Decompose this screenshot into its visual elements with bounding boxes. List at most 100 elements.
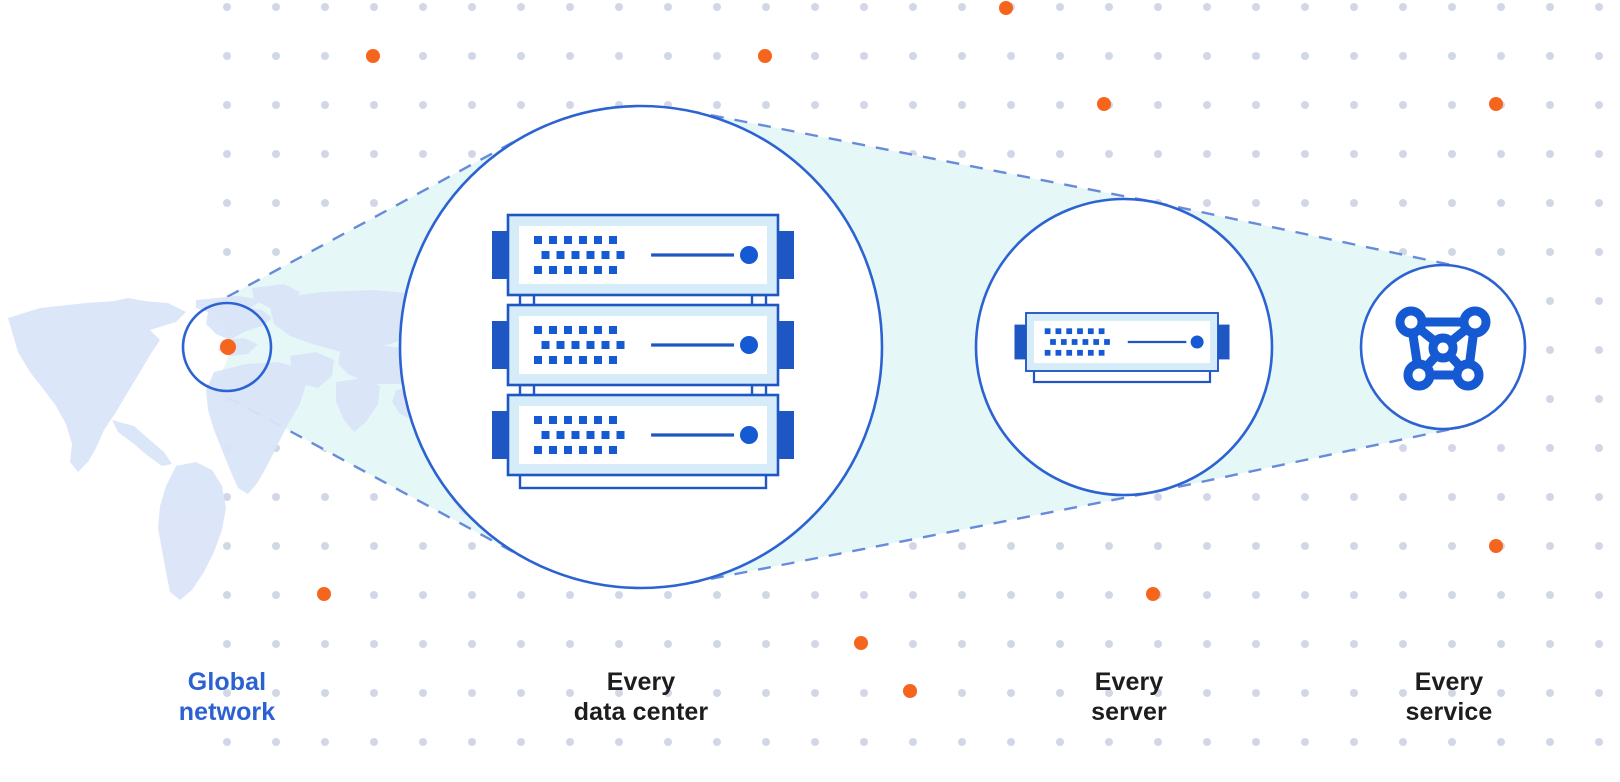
caption-server: Every server: [1091, 668, 1167, 726]
server-unit: [492, 303, 794, 387]
server-vent-square: [1093, 339, 1100, 345]
server-tab-left: [492, 231, 510, 279]
server-vent-square: [1087, 328, 1094, 335]
server-vent-square: [1055, 349, 1062, 356]
server-vent-square: [1071, 339, 1078, 345]
server-vent-square: [594, 326, 602, 334]
server-tab-right: [1216, 324, 1230, 360]
server-vent-square: [1087, 349, 1094, 356]
mesh-node-center: [1428, 333, 1458, 363]
wedge-server-to-service-tangent-upper: [1154, 426, 1461, 493]
mesh-node-bottom-left: [1403, 359, 1435, 391]
server-vent-square: [1077, 349, 1083, 356]
wedge-global-to-datacenter-tangent-lower: [205, 133, 527, 310]
server-vent-square: [1055, 328, 1062, 335]
accent-dot: [758, 49, 772, 63]
server-vent-square: [601, 431, 610, 439]
accent-dot: [366, 49, 380, 63]
server-vent-square: [549, 266, 557, 274]
server-vent-square: [594, 236, 602, 244]
server-vent-square: [1098, 328, 1105, 335]
server-vent-square: [1060, 339, 1067, 345]
server-unit: [492, 393, 794, 477]
server-vent-square: [564, 446, 572, 454]
server-vent-square: [594, 266, 602, 274]
server-vent-square: [549, 356, 557, 364]
server-vent-square: [534, 326, 542, 334]
server-vent-square: [549, 446, 557, 454]
server-vent-square: [1104, 339, 1110, 345]
caption-service: Every service: [1405, 668, 1493, 726]
server-vent-square: [564, 416, 572, 424]
server-vent-square: [1077, 328, 1083, 335]
server-vent-square: [609, 446, 617, 454]
server-unit: [1014, 312, 1230, 372]
server-vent-square: [541, 341, 550, 349]
network-mesh-icon: [1395, 306, 1491, 391]
server-vent-square: [534, 446, 542, 454]
accent-dot: [1146, 587, 1160, 601]
server-vent-square: [556, 341, 565, 349]
server-vent-square: [616, 251, 625, 259]
server-vent-square: [534, 356, 542, 364]
server-tab-left: [492, 411, 510, 459]
server-vent-square: [609, 326, 617, 334]
server-vent-square: [534, 416, 542, 424]
server-vent-square: [616, 341, 625, 349]
server-vent-square: [1098, 349, 1105, 356]
server-unit: [492, 213, 794, 297]
server-vent-square: [579, 446, 587, 454]
map-location-marker: [220, 339, 236, 355]
server-vent-square: [1044, 349, 1051, 356]
server-vent-square: [1082, 339, 1089, 345]
wedge-server-to-service-tangent-lower: [1154, 201, 1461, 268]
server-vent-square: [579, 266, 587, 274]
server-vent-square: [549, 236, 557, 244]
server-vent-square: [616, 431, 625, 439]
server-vent-square: [579, 236, 587, 244]
server-tab-left: [1014, 324, 1028, 360]
server-vent-square: [1066, 349, 1073, 356]
server-vent-square: [579, 326, 587, 334]
server-vent-square: [1050, 339, 1056, 345]
server-vent-square: [564, 236, 572, 244]
accent-dot: [903, 684, 917, 698]
server-vent-square: [586, 341, 595, 349]
server-vent-square: [564, 356, 572, 364]
server-status-dot: [740, 246, 758, 264]
mesh-node-top-right: [1459, 306, 1491, 338]
caption-data-center: Every data center: [573, 668, 709, 726]
wedge-datacenter-to-server-tangent-upper: [687, 491, 1153, 585]
server-vent-square: [609, 266, 617, 274]
server-vent-square: [549, 326, 557, 334]
server-vent-square: [594, 446, 602, 454]
server-vent-square: [541, 431, 550, 439]
server-vent-square: [534, 236, 542, 244]
circle-global-network: [181, 301, 273, 393]
server-vent-square: [541, 251, 550, 259]
server-vent-square: [609, 356, 617, 364]
server-status-dot: [740, 426, 758, 444]
server-vent-square: [571, 431, 580, 439]
single-server-icon: [1014, 312, 1230, 384]
server-vent-square: [534, 266, 542, 274]
server-vent-square: [556, 251, 565, 259]
server-vent-square: [579, 356, 587, 364]
server-vent-square: [549, 416, 557, 424]
server-vent-square: [1044, 328, 1051, 335]
accent-dot: [854, 636, 868, 650]
accent-dots: [317, 1, 1503, 698]
server-tab-right: [776, 411, 794, 459]
server-status-dot: [740, 336, 758, 354]
server-vent-square: [556, 431, 565, 439]
server-tab-right: [776, 231, 794, 279]
server-rack-icon: [492, 213, 794, 490]
server-vent-square: [594, 356, 602, 364]
accent-dot: [317, 587, 331, 601]
caption-global-network: Global network: [178, 668, 276, 726]
server-vent-square: [564, 266, 572, 274]
server-vent-square: [571, 251, 580, 259]
server-tab-left: [492, 321, 510, 369]
